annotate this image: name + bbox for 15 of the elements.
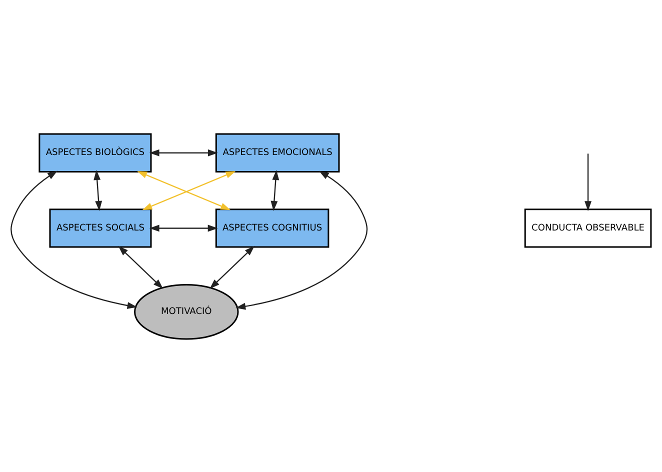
node-box: ASPECTES COGNITIUS [215, 208, 330, 248]
arrow [149, 148, 218, 156]
arrow [118, 245, 164, 288]
node-box: ASPECTES SOCIALS [49, 208, 152, 248]
arrow [94, 170, 102, 210]
arrow [210, 245, 255, 288]
node-box: CONDUCTA OBSERVABLE [524, 208, 652, 248]
node-box: ASPECTES BIOLÒGICS [38, 132, 152, 172]
arrow [270, 170, 280, 210]
arrow [149, 224, 218, 232]
node-ellipse: MOTIVACIÓ [134, 283, 239, 340]
node-box: ASPECTES EMOCIONALS [215, 132, 340, 172]
arrow [236, 170, 368, 310]
arrow [584, 153, 592, 211]
arrow [10, 170, 138, 308]
